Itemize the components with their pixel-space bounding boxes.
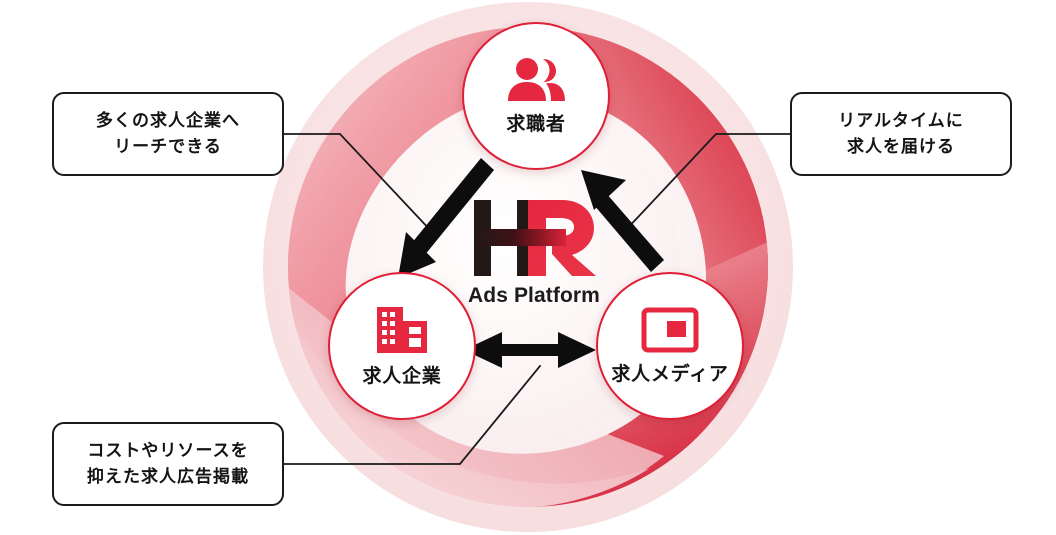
callout-cost-line2: 抑えた求人広告掲載: [86, 467, 250, 486]
arrow-media-to-seeker: [581, 170, 664, 272]
callout-realtime-line1: リアルタイムに: [838, 110, 964, 130]
arrow-seeker-to-company: [398, 158, 494, 278]
leader-line-reach: [283, 133, 434, 234]
leader-line-realtime: [622, 133, 791, 234]
hr-logo-mark: [468, 196, 600, 280]
logo-h-crossbar: [474, 229, 566, 246]
callout-cost: コストやリソースを 抑えた求人広告掲載: [52, 422, 284, 506]
callout-reach: 多くの求人企業へ リーチできる: [52, 92, 284, 176]
building-icon: [373, 305, 431, 355]
callout-realtime-line2: 求人を届ける: [846, 137, 956, 156]
center-logo: Ads Platform: [438, 196, 630, 312]
node-job-media[interactable]: 求人メディア: [596, 272, 744, 420]
node-hiring-company[interactable]: 求人企業: [328, 272, 476, 420]
node-label-job-media: 求人メディア: [611, 363, 729, 385]
users-icon: [505, 57, 567, 103]
leader-line-cost: [283, 364, 542, 465]
callout-realtime: リアルタイムに 求人を届ける: [790, 92, 1012, 176]
media-frame-icon: [641, 307, 699, 353]
logo-subtitle: Ads Platform: [468, 284, 600, 307]
arrow-company-media: [464, 332, 596, 368]
node-job-seeker[interactable]: 求職者: [462, 22, 610, 170]
node-label-job-seeker: 求職者: [506, 113, 566, 135]
callout-reach-line2: リーチできる: [114, 137, 222, 156]
callout-cost-line1: コストやリソースを: [87, 440, 249, 460]
callout-reach-line1: 多くの求人企業へ: [95, 110, 241, 130]
node-label-hiring-company: 求人企業: [362, 365, 442, 387]
